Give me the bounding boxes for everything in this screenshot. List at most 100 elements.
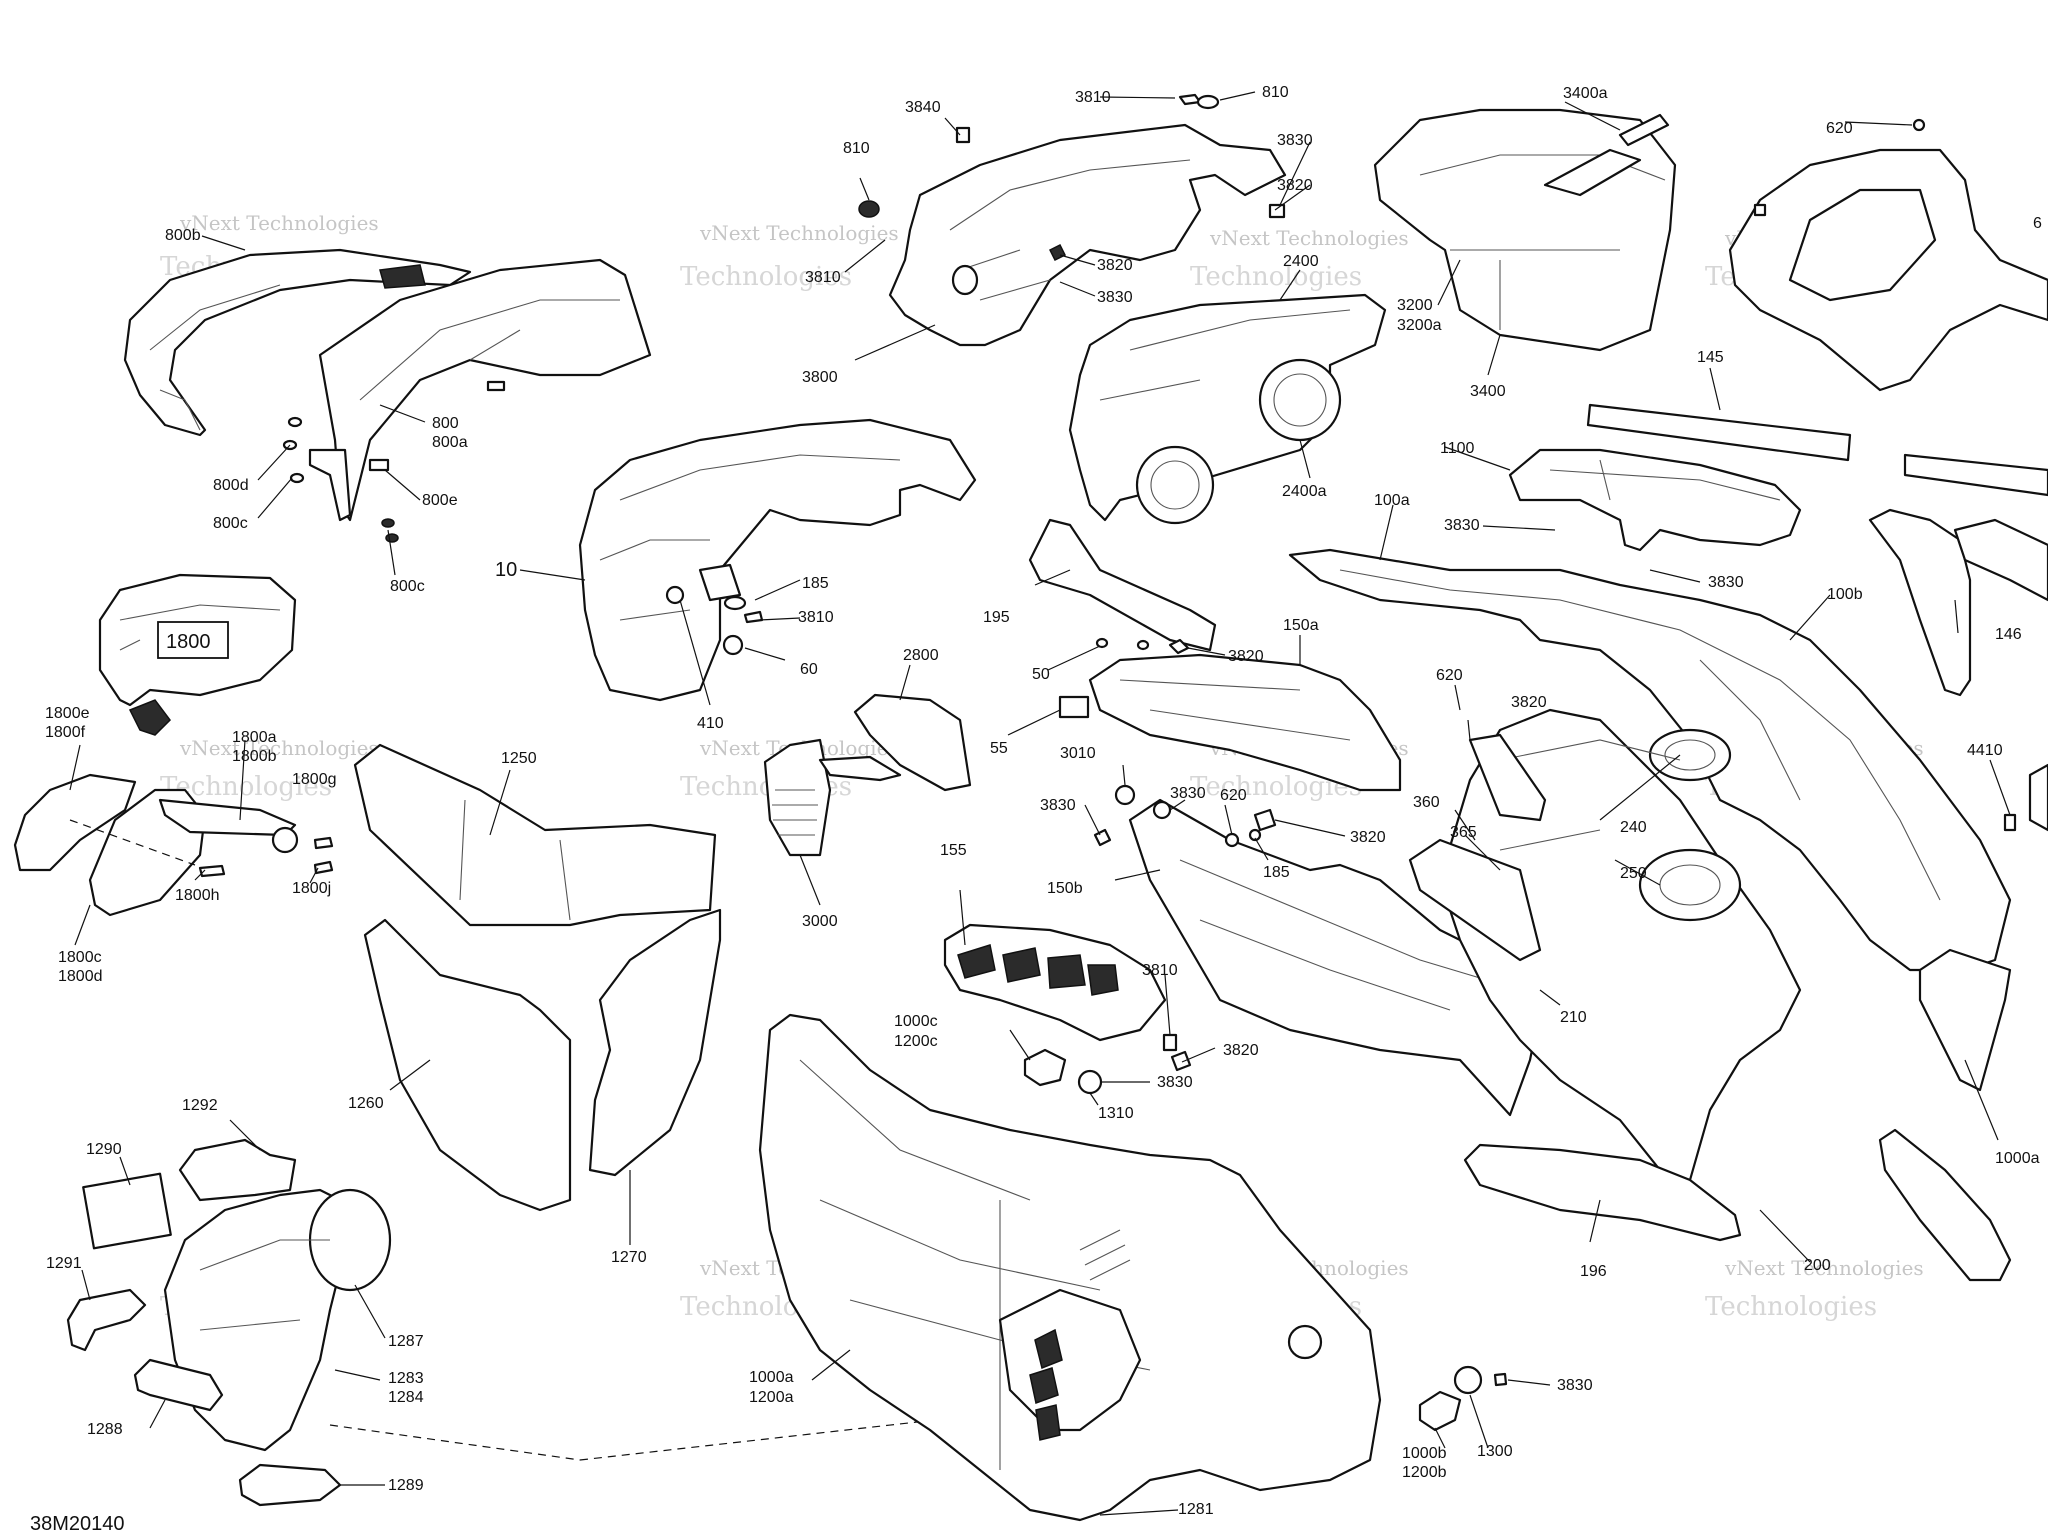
part-1000a-side-panel <box>758 1013 1382 1522</box>
callout-365: 365 <box>1450 824 1477 841</box>
callout-1200a: 1200a <box>749 1389 794 1406</box>
callout-3840: 3840 <box>905 99 941 116</box>
part-1290-1292-pads <box>66 1138 342 1507</box>
callout-150a: 150a <box>1283 617 1319 634</box>
part-146-panel <box>1868 508 2048 697</box>
callout-1800j: 1800j <box>292 880 331 897</box>
callout-1270: 1270 <box>611 1249 647 1266</box>
callout-2400: 2400 <box>1283 253 1319 270</box>
callout-410: 410 <box>697 715 724 732</box>
callout-1000a: 1000a <box>749 1369 794 1386</box>
part-1000b-1300-hardware <box>1418 1365 1508 1432</box>
callout-1281: 1281 <box>1178 1501 1214 1518</box>
callout-800c: 800c <box>213 515 248 532</box>
callout-3830: 3830 <box>1157 1074 1193 1091</box>
callout-620: 620 <box>1826 120 1853 137</box>
callout-185: 185 <box>1263 864 1290 881</box>
callout-1000a: 1000a <box>1995 1150 2040 1167</box>
callout-800d: 800d <box>213 477 249 494</box>
part-800b-deflector <box>123 248 472 437</box>
part-3800-bracket <box>858 93 1287 347</box>
diagram-id: 38M20140 <box>30 1513 125 1535</box>
callout-1800b: 1800b <box>232 748 277 765</box>
callout-3810: 3810 <box>805 269 841 286</box>
watermark-text: Technologies <box>1190 262 1362 292</box>
callout-1800d: 1800d <box>58 968 103 985</box>
callout-196: 196 <box>1580 1263 1607 1280</box>
callout-800a: 800a <box>432 434 468 451</box>
part-central-console <box>1408 708 1802 1182</box>
part-145-strip <box>1586 403 1852 462</box>
dashed-link-1281 <box>579 1419 936 1461</box>
callout-3820: 3820 <box>1350 829 1386 846</box>
callout-1284: 1284 <box>388 1389 424 1406</box>
part-1800-mirror-components <box>13 773 334 917</box>
part-1800-mirror <box>98 573 297 736</box>
callout-360: 360 <box>1413 794 1440 811</box>
watermark-text: vNext Technologies <box>1724 1256 1924 1280</box>
part-50-55-hardware <box>1058 637 1190 719</box>
part-800-windshield <box>318 258 652 522</box>
part-10-hardware <box>722 595 764 656</box>
callout-800: 800 <box>432 415 459 432</box>
callout-100a: 100a <box>1374 492 1410 509</box>
part-2800-3000-vents <box>763 693 972 857</box>
callout-195: 195 <box>983 609 1010 626</box>
callout-240: 240 <box>1620 819 1647 836</box>
part-1100-bracket <box>1508 448 1802 552</box>
part-1287-housing <box>163 1188 392 1452</box>
part-center-small-hardware <box>1023 1033 1192 1095</box>
callout-10: 10 <box>495 559 517 581</box>
callout-3200a: 3200a <box>1397 317 1442 334</box>
part-155-intake <box>943 923 1167 1042</box>
watermark-text: Technologies <box>680 262 852 292</box>
watermark-text: vNext Technologies <box>1209 226 1409 250</box>
callout-1200c: 1200c <box>894 1033 938 1050</box>
part-1270-panel <box>588 908 722 1177</box>
callout-1291: 1291 <box>46 1255 82 1272</box>
callout-3820: 3820 <box>1511 694 1547 711</box>
watermark-text: vNext Technologies <box>179 736 379 760</box>
part-4410-fastener <box>2003 763 2048 832</box>
callout-3830: 3830 <box>1170 785 1206 802</box>
callout-3010: 3010 <box>1060 745 1096 762</box>
callout-3830: 3830 <box>1040 797 1076 814</box>
callout-3830: 3830 <box>1097 289 1133 306</box>
watermark-text: Technologies <box>1705 1292 1877 1322</box>
callout-3830: 3830 <box>1444 517 1480 534</box>
callout-3820: 3820 <box>1228 648 1264 665</box>
callout-3810: 3810 <box>798 609 834 626</box>
callout-6: 6 <box>2033 215 2042 232</box>
callout-1800f: 1800f <box>45 724 86 741</box>
callout-800b: 800b <box>165 227 201 244</box>
callout-4410: 4410 <box>1967 742 2003 759</box>
watermark-text: vNext Technologies <box>699 221 899 245</box>
callout-3820: 3820 <box>1277 177 1313 194</box>
callout-620: 620 <box>1436 667 1463 684</box>
part-2400-headlight <box>1068 293 1387 525</box>
part-100-hood <box>1288 548 2012 1092</box>
callout-1289: 1289 <box>388 1477 424 1494</box>
callout-800c: 800c <box>390 578 425 595</box>
callout-1200b: 1200b <box>1402 1464 1447 1481</box>
part-195-trim <box>1028 518 1217 652</box>
callout-1290: 1290 <box>86 1141 122 1158</box>
parts <box>13 93 2048 1522</box>
callout-3800: 3800 <box>802 369 838 386</box>
part-right-edge-strip <box>1903 453 2048 497</box>
callouts: 800b 800 800a 800d 800c 800e 800c 1800 1… <box>30 84 2042 1535</box>
dashed-link-1287-1281 <box>329 1424 581 1461</box>
callout-50: 50 <box>1032 666 1050 683</box>
callout-1800c: 1800c <box>58 949 102 966</box>
part-1260-panel <box>363 918 572 1212</box>
callout-3810: 3810 <box>1075 89 1111 106</box>
part-3400-storage <box>1373 108 1677 352</box>
callout-800e: 800e <box>422 492 458 509</box>
callout-3810: 3810 <box>1142 962 1178 979</box>
part-10-front-nose <box>578 418 977 702</box>
callout-1000c: 1000c <box>894 1013 938 1030</box>
part-1250-seat-panel <box>353 743 717 927</box>
callout-2400a: 2400a <box>1282 483 1327 500</box>
callout-1260: 1260 <box>348 1095 384 1112</box>
callout-100b: 100b <box>1827 586 1863 603</box>
